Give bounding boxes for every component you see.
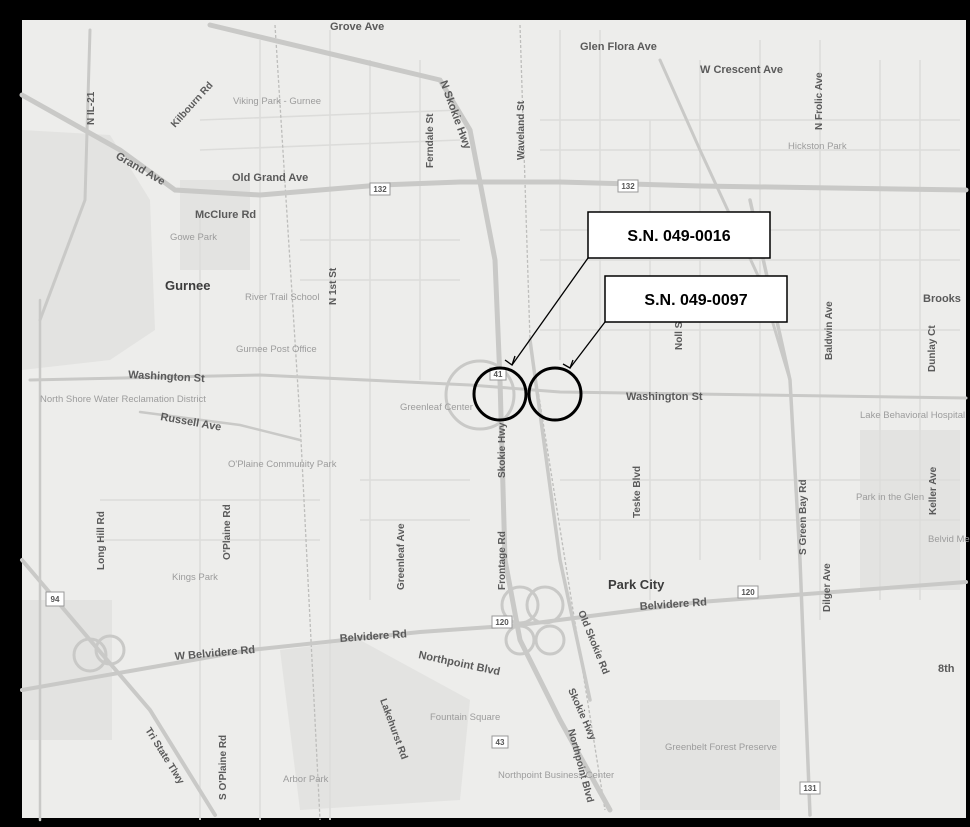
place-label-greenbelt: Greenbelt Forest Preserve (665, 742, 777, 753)
callout-leaders (504, 257, 606, 369)
place-label-fountain-square: Fountain Square (430, 712, 500, 723)
park-areas (22, 130, 960, 810)
shield-132-west (369, 182, 391, 196)
shield-120-west (491, 615, 513, 629)
town-label-gurnee: Gurnee (165, 278, 211, 293)
road-label-s-green-bay: S Green Bay Rd (798, 479, 809, 555)
interchanges (72, 359, 566, 673)
place-label-oplaine-park: O'Plaine Community Park (228, 459, 337, 470)
shield-label: 43 (496, 738, 505, 747)
callout-label-049-0016: S.N. 049-0016 (627, 228, 730, 245)
road-label-mcclure: McClure Rd (195, 209, 256, 221)
road-label-long-hill: Long Hill Rd (96, 511, 107, 570)
road-label-noll: Noll St (674, 318, 685, 350)
shield-131 (799, 781, 821, 795)
place-label-belvid-medical: Belvid Medi Build (928, 534, 970, 545)
road-label-old-grand: Old Grand Ave (232, 172, 308, 184)
shield-label: 132 (621, 182, 635, 191)
road-label-teske: Teske Blvd (632, 466, 643, 518)
road-label-ferndale: Ferndale St (425, 113, 436, 168)
place-labels: Viking Park - Gurnee Hickston Park Gowe … (40, 96, 970, 785)
place-label-post-office: Gurnee Post Office (236, 344, 317, 355)
shield-label: 132 (373, 185, 387, 194)
road-label-n-il21: N IL-21 (86, 91, 97, 125)
road-label-n-frolic: N Frolic Ave (814, 72, 825, 130)
road-label-washington-w: Washington St (128, 369, 205, 385)
place-label-gowe: Gowe Park (170, 232, 217, 243)
road-label-greenleaf: Greenleaf Ave (396, 523, 407, 590)
shield-label: 41 (494, 370, 503, 379)
place-label-arbor-park: Arbor Park (283, 774, 329, 785)
town-label-park-city: Park City (608, 577, 665, 592)
road-label-dunlay: Dunlay Ct (927, 325, 938, 372)
road-label-8th: 8th (938, 663, 955, 675)
road-label-washington-e: Washington St (626, 391, 703, 403)
shield-94 (45, 591, 65, 607)
shield-120-east (737, 585, 759, 599)
place-label-north-shore: North Shore Water Reclamation District (40, 394, 206, 405)
road-label-frontage: Frontage Rd (497, 531, 508, 590)
site-marker-049-0097 (527, 366, 583, 422)
road-label-grove: Grove Ave (330, 21, 384, 33)
site-marker-049-0016 (472, 366, 528, 422)
place-label-river-trail: River Trail School (245, 292, 319, 303)
callout-label-049-0097: S.N. 049-0097 (644, 292, 747, 309)
place-label-northpoint-center: Northpoint Business Center (498, 770, 614, 781)
callout-box-049-0016 (587, 211, 771, 259)
road-label-baldwin: Baldwin Ave (824, 301, 835, 360)
road-label-skokie-hwy: Skokie Hwy (497, 422, 508, 478)
shield-132-east (617, 179, 639, 193)
road-label-dilger: Dilger Ave (822, 563, 833, 612)
road-label-glen-flora: Glen Flora Ave (580, 41, 657, 53)
shield-label: 120 (495, 618, 509, 627)
shield-43 (491, 735, 509, 749)
highway-shields: 132 132 41 120 120 94 43 131 (45, 179, 821, 795)
shield-label: 94 (51, 595, 60, 604)
road-label-belvidere-mid: Belvidere Rd (339, 628, 407, 645)
callout-boxes: S.N. 049-0016 S.N. 049-0097 (587, 211, 788, 323)
road-label-w-crescent: W Crescent Ave (700, 64, 783, 76)
place-label-kings-park: Kings Park (172, 572, 218, 583)
road-label-s-oplaine: S O'Plaine Rd (218, 735, 229, 800)
place-label-lake-hospital: Lake Behavioral Hospital (860, 410, 965, 421)
place-label-viking-park: Viking Park - Gurnee (233, 96, 321, 107)
site-markers (472, 366, 583, 422)
town-labels: Gurnee Park City (165, 278, 665, 592)
place-label-greenleaf-center: Greenleaf Center (400, 402, 473, 413)
callout-box-049-0097 (604, 275, 788, 323)
road-label-keller: Keller Ave (928, 466, 939, 515)
shield-label: 131 (803, 784, 817, 793)
place-label-park-glen: Park in the Glen (856, 492, 924, 503)
road-label-brooks: Brooks (923, 293, 961, 305)
road-label-n-1st: N 1st St (328, 267, 339, 305)
road-label-waveland: Waveland St (516, 100, 527, 160)
place-label-hickston: Hickston Park (788, 141, 847, 152)
shield-label: 120 (741, 588, 755, 597)
road-label-oplaine: O'Plaine Rd (222, 504, 233, 560)
road-label-belvidere-e: Belvidere Rd (639, 596, 707, 613)
